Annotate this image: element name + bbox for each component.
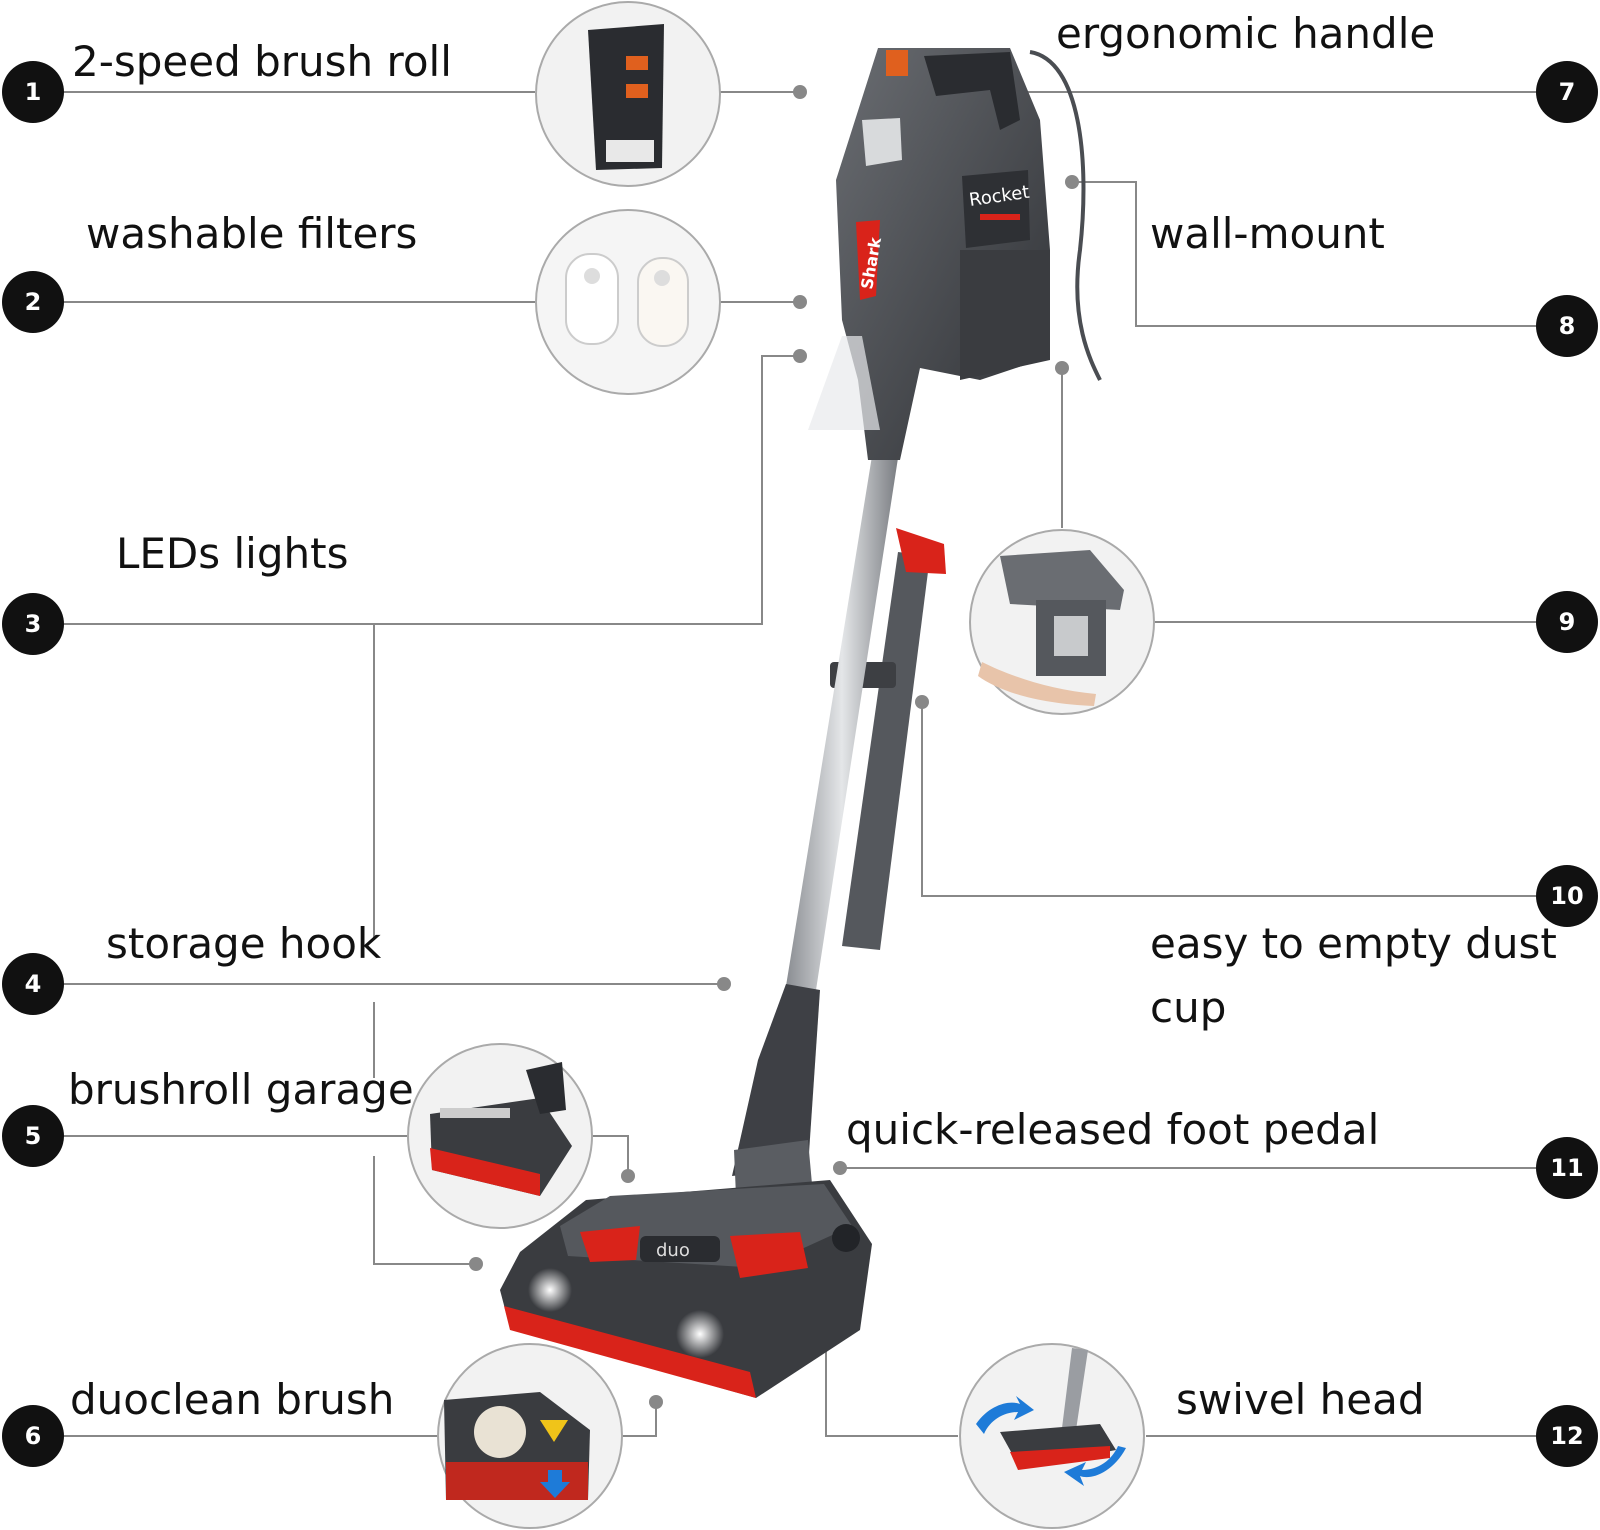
label-6: duoclean brush (70, 1375, 395, 1424)
vacuum-illustration: Shark Rocket duo (500, 48, 1102, 1398)
wand (786, 456, 898, 990)
inset-photos (407, 1, 1155, 1529)
leader-line-6b (622, 1402, 657, 1437)
model-accent (980, 214, 1020, 220)
badge-6: 6 (2, 1405, 64, 1467)
badge-3: 3 (2, 593, 64, 655)
rocket-badge (962, 170, 1030, 248)
leader-dot-4 (717, 977, 731, 991)
leader-dot-9 (1055, 361, 1069, 375)
leader-dot-10 (915, 695, 929, 709)
inset-duoclean-brush (437, 1343, 623, 1529)
inset-swivel-head (959, 1343, 1145, 1529)
leader-lines (62, 91, 1536, 1437)
label-12: swivel head (1176, 1375, 1425, 1424)
leader-dot-5b (469, 1257, 483, 1271)
lower-neck (732, 984, 820, 1176)
red-side-strip (856, 220, 880, 300)
badge-2: 2 (2, 271, 64, 333)
nozzle-red-panel-left (580, 1226, 640, 1262)
leader-line-10 (921, 702, 1536, 897)
label-3: LEDs lights (116, 529, 349, 578)
badge-8: 8 (1536, 295, 1598, 357)
leader-dot-11 (833, 1161, 847, 1175)
leader-line-5d (373, 1156, 476, 1265)
leader-dot-1 (793, 85, 807, 99)
nozzle-wheel (832, 1224, 860, 1252)
leader-dot-2 (793, 295, 807, 309)
nozzle-red-bumper (504, 1306, 756, 1398)
inset-brushroll-garage (407, 1043, 593, 1229)
leader-dot-3 (793, 349, 807, 363)
leader-dots (469, 85, 1079, 1409)
badge-4: 4 (2, 953, 64, 1015)
inset-filters (535, 209, 721, 395)
label-10: easy to empty dust cup (1150, 919, 1557, 1032)
badge-1: 1 (2, 61, 64, 123)
inset-wall-mount (969, 529, 1155, 715)
neck-joint (734, 1140, 812, 1196)
label-11: quick-released foot pedal (846, 1105, 1380, 1154)
leader-line-8 (1072, 181, 1536, 327)
badge-9: 9 (1536, 591, 1598, 653)
leader-line-5b (592, 1135, 629, 1176)
leader-dot-8 (1065, 175, 1079, 189)
badge-11: 11 (1536, 1137, 1598, 1199)
badge-7: 7 (1536, 61, 1598, 123)
label-7: ergonomic handle (1056, 9, 1436, 58)
duo-badge (640, 1236, 720, 1262)
dust-cup-red-cap (896, 528, 946, 574)
motor-cover (960, 250, 1050, 380)
badge-5: 5 (2, 1105, 64, 1167)
led-light-left (528, 1268, 572, 1312)
head-logo: duo (656, 1240, 690, 1261)
handle-grip (924, 52, 1020, 130)
led-beam (808, 336, 880, 430)
dust-cup-tube (842, 552, 930, 950)
leader-dot-6 (649, 1395, 663, 1409)
leader-line-3 (62, 355, 800, 625)
nozzle-red-panel-right (730, 1232, 808, 1278)
badge-10: 10 (1536, 865, 1598, 927)
orange-button-top (886, 50, 908, 76)
silver-trim (862, 118, 902, 166)
power-cord (1029, 50, 1102, 381)
label-1: 2-speed brush roll (72, 37, 452, 86)
leader-dot-5 (621, 1169, 635, 1183)
badge-12: 12 (1536, 1405, 1598, 1467)
label-8: wall-mount (1150, 209, 1385, 258)
label-5: brushroll garage (68, 1065, 414, 1114)
led-light-right (676, 1310, 724, 1358)
label-2: washable filters (86, 209, 418, 258)
inset-brush-roll (535, 1, 721, 187)
label-4: storage hook (106, 919, 382, 968)
